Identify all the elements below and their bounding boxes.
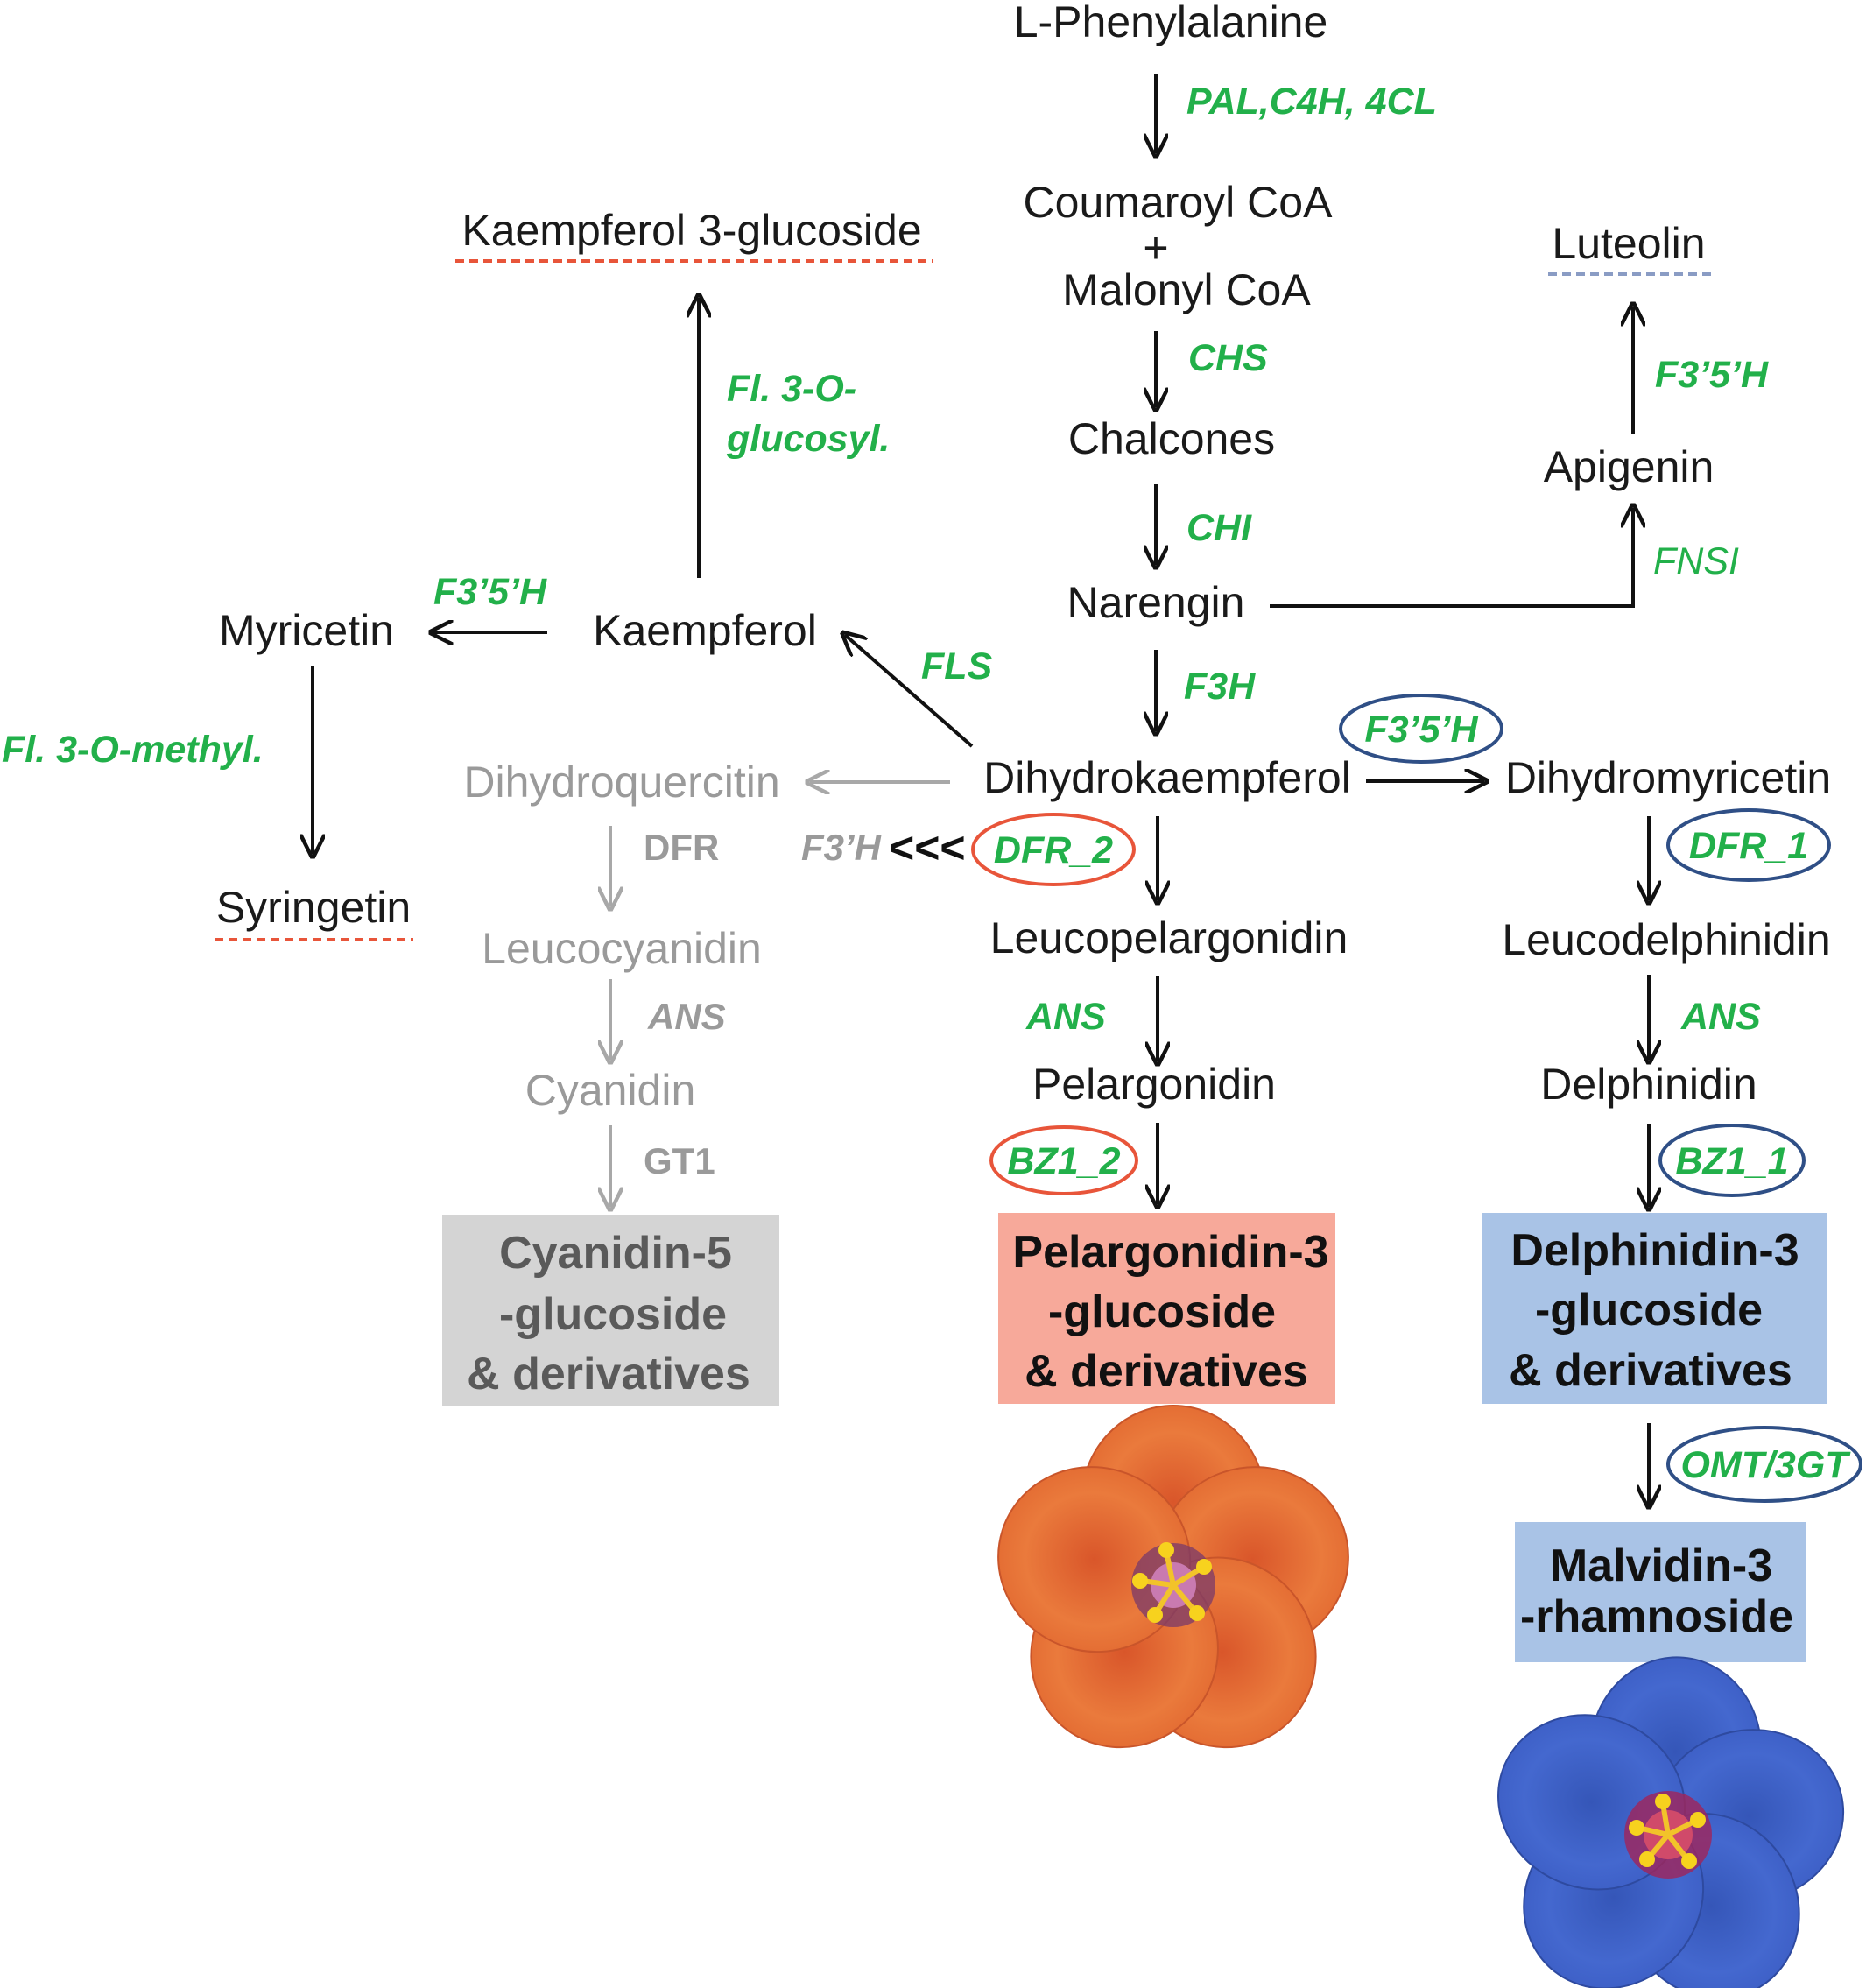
compound-dihydromyricetin: Dihydromyricetin (1505, 753, 1831, 802)
enzyme-dfr-gray: DFR (644, 827, 719, 868)
enzyme-ans-gray: ANS (647, 996, 726, 1037)
compound-dihydroquercitin: Dihydroquercitin (463, 758, 779, 807)
chevrons-marker: <<< (889, 823, 966, 872)
enzyme-bz1-1: BZ1_1 (1675, 1140, 1788, 1182)
compound-dihydrokaempferol: Dihydrokaempferol (983, 753, 1351, 802)
compound-cyanidin: Cyanidin (525, 1066, 696, 1115)
enzyme-f3h-gray: F3’H (801, 827, 883, 868)
delphinidin-product-line1: Delphinidin-3 (1510, 1225, 1799, 1276)
pelargonidin-product-line3: & derivatives (1025, 1346, 1308, 1397)
compound-leucocyanidin: Leucocyanidin (482, 924, 762, 973)
enzyme-f35h-myricetin: F3’5’H (433, 571, 547, 613)
blue-flower-image (1497, 1656, 1845, 1988)
arrow-dhk-to-kaempferol (845, 635, 974, 748)
pelargonidin-product-line2: -glucoside (1048, 1287, 1276, 1337)
omt-3gt-circle (1666, 1426, 1862, 1503)
dfr-2-circle (971, 813, 1136, 886)
bz1-1-circle (1658, 1124, 1806, 1197)
compound-pelargonidin: Pelargonidin (1032, 1060, 1276, 1109)
enzyme-fnsi: FNSI (1653, 540, 1739, 582)
pelargonidin-product-line1: Pelargonidin-3 (1012, 1227, 1328, 1278)
enzyme-f3h: F3H (1184, 666, 1256, 708)
compound-apigenin: Apigenin (1544, 442, 1715, 491)
orange-flower-image (997, 1405, 1349, 1749)
delphinidin-product-box (1482, 1213, 1827, 1404)
delphinidin-product-line2: -glucoside (1535, 1285, 1763, 1336)
compound-leucodelphinidin: Leucodelphinidin (1502, 915, 1830, 964)
compound-leucopelargonidin: Leucopelargonidin (990, 913, 1348, 962)
enzyme-fl-3-o-methyl: Fl. 3-O-methyl. (2, 729, 264, 771)
compound-kaempferol: Kaempferol (593, 606, 817, 655)
enzyme-bz1-2: BZ1_2 (1007, 1140, 1120, 1182)
compound-myricetin: Myricetin (219, 606, 394, 655)
compound-delphinidin: Delphinidin (1540, 1060, 1757, 1109)
compound-coumaroyl-coa: Coumaroyl CoA (1024, 178, 1334, 227)
compound-l-phenylalanine: L-Phenylalanine (1014, 0, 1328, 46)
compound-luteolin: Luteolin (1552, 219, 1705, 268)
enzyme-chs: CHS (1188, 337, 1268, 379)
enzyme-fls: FLS (921, 645, 993, 687)
pelargonidin-product-box (998, 1213, 1335, 1404)
enzyme-chi: CHI (1186, 507, 1252, 549)
cyanidin-product-line2: -glucoside (499, 1289, 727, 1340)
malvidin-product-line2: -rhamnoside (1520, 1591, 1793, 1642)
arrow-narengin-to-apigenin (1270, 508, 1633, 608)
plus-sign: + (1143, 223, 1168, 272)
enzyme-ans-delphinidin: ANS (1680, 996, 1761, 1038)
enzyme-gt1-gray: GT1 (644, 1140, 715, 1181)
dfr-1-circle (1666, 808, 1831, 882)
compound-malonyl-coa: Malonyl CoA (1062, 265, 1311, 314)
bz1-2-circle (989, 1125, 1138, 1195)
compound-chalcones: Chalcones (1068, 414, 1275, 463)
enzyme-f35h-circled: F3’5’H (1364, 708, 1478, 751)
delphinidin-product-line3: & derivatives (1509, 1345, 1792, 1396)
f35h-circle (1339, 694, 1503, 764)
malvidin-product-box (1515, 1522, 1806, 1662)
enzyme-fl-3-o-glucosyl-line1: Fl. 3-O- (727, 368, 856, 410)
cyanidin-product-line1: Cyanidin-5 (499, 1228, 732, 1279)
enzyme-dfr-2: DFR_2 (994, 829, 1113, 871)
enzyme-f35h-luteolin: F3’5’H (1655, 354, 1769, 396)
cyanidin-product-line3: & derivatives (467, 1349, 750, 1399)
cyanidin-product-box (442, 1215, 779, 1406)
malvidin-product-line1: Malvidin-3 (1550, 1540, 1772, 1591)
enzyme-ans-pelargonidin: ANS (1025, 996, 1106, 1038)
compound-syringetin: Syringetin (216, 883, 411, 932)
enzyme-omt-3gt: OMT/3GT (1680, 1444, 1851, 1486)
enzyme-fl-3-o-glucosyl-line2: glucosyl. (726, 418, 890, 460)
enzyme-dfr-1: DFR_1 (1689, 825, 1808, 867)
compound-narengin: Narengin (1067, 578, 1245, 627)
compound-kaempferol-3-glucoside: Kaempferol 3-glucoside (461, 206, 921, 255)
enzyme-pal-c4h-4cl: PAL,C4H, 4CL (1186, 81, 1437, 123)
